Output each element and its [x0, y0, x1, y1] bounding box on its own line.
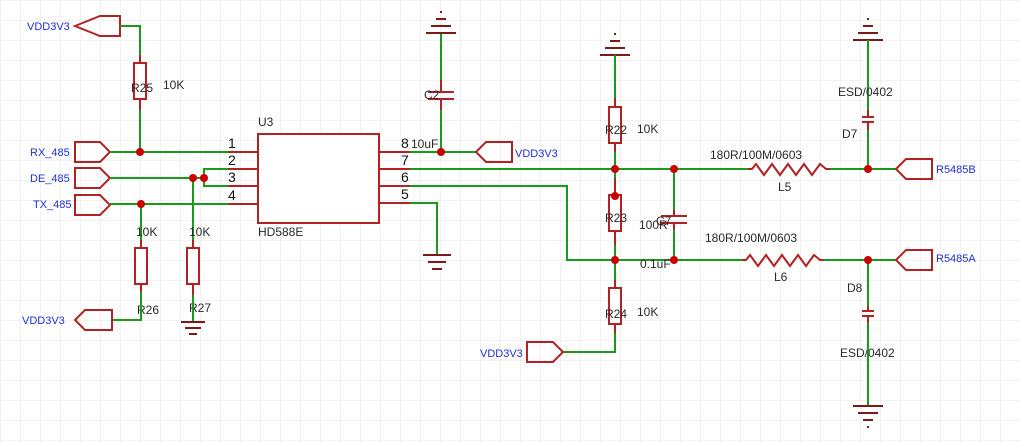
net-flag-vdd-r24[interactable]: VDD3V3 [480, 341, 565, 363]
wire-vdd-r25 [120, 25, 141, 55]
junction-tx [137, 200, 145, 208]
esd-diode-d7[interactable]: ESD/0402 D7 [838, 85, 893, 141]
d8-ref: D8 [847, 281, 863, 295]
c7-value: 0.1uF [640, 257, 671, 271]
net-flag-r485a[interactable]: R5485A [894, 249, 976, 271]
r24-ref: R24 [605, 307, 627, 321]
net-label-vdd-r24: VDD3V3 [480, 348, 523, 360]
junction-a-c7 [670, 256, 678, 264]
net-label-rx: RX_485 [30, 147, 70, 159]
net-flag-vdd-c2[interactable]: VDD3V3 [474, 141, 558, 163]
ground-symbol-c2 [426, 11, 456, 34]
r22-value: 10K [637, 122, 658, 136]
resistor-r22[interactable]: R22 10K [605, 98, 658, 152]
ic-part: HD588E [258, 225, 303, 239]
r22-ref: R22 [605, 123, 627, 137]
junction-b-c7 [670, 165, 678, 173]
ground-symbol-r27 [181, 321, 205, 335]
r23-ref: R23 [605, 211, 627, 225]
ic-pin-3: 3 [228, 169, 236, 185]
r25-ref: R25 [131, 81, 153, 95]
resistor-r23[interactable]: R23 100R [605, 178, 668, 245]
l5-ref: L5 [778, 180, 792, 194]
junction-rx [136, 148, 144, 156]
ground-symbol-pin5 [423, 254, 451, 270]
r27-ref: R27 [189, 301, 211, 315]
wire-pin6-a [410, 185, 742, 261]
d7-ref: D7 [842, 127, 858, 141]
r26-value: 10K [136, 225, 157, 239]
c7-ref: C7 [656, 214, 672, 228]
net-flag-vdd-bottom-left[interactable]: VDD3V3 [22, 309, 113, 331]
c2-ref: C2 [424, 88, 440, 102]
wire-r24-vdd [563, 333, 616, 353]
junction-de-pins [200, 174, 208, 182]
c2-value: 10uF [411, 137, 438, 151]
ic-pin-4: 4 [228, 187, 236, 203]
ic-pin-2: 2 [228, 152, 236, 168]
resistor-r27[interactable]: 10K R27 [186, 225, 211, 315]
net-label-r485b: R5485B [936, 164, 976, 176]
junction-c2 [437, 148, 445, 156]
ground-symbol-d8 [853, 405, 883, 428]
d7-value: ESD/0402 [838, 85, 893, 99]
junction-de-r27 [189, 174, 197, 182]
ic-pin-7: 7 [401, 152, 409, 168]
junction-d8 [864, 256, 872, 264]
junction-r23-top [611, 192, 619, 200]
r27-value: 10K [189, 225, 210, 239]
inductor-l5[interactable]: 180R/100M/0603 L5 [710, 148, 830, 194]
capacitor-c2[interactable]: C2 10uF [411, 80, 454, 151]
ic-pin-5: 5 [401, 186, 409, 202]
net-flag-rx[interactable]: RX_485 [30, 141, 112, 163]
junction-b-r22 [611, 165, 619, 173]
ic-u3[interactable]: U3 HD588E 1 2 3 4 5 6 7 8 [228, 115, 409, 239]
l5-value: 180R/100M/0603 [710, 148, 802, 162]
capacitor-c7[interactable]: C7 0.1uF [640, 210, 687, 271]
r26-ref: R26 [137, 303, 159, 317]
net-label-vdd-top-left: VDD3V3 [27, 21, 70, 33]
ic-pin-8: 8 [401, 135, 409, 151]
net-label-vdd-bottom-left: VDD3V3 [22, 315, 65, 327]
net-flag-r485b[interactable]: R5485B [894, 158, 976, 180]
l6-ref: L6 [774, 270, 788, 284]
junction-a-r23 [611, 256, 619, 264]
net-flag-de[interactable]: DE_485 [30, 167, 112, 189]
r25-value: 10K [163, 78, 184, 92]
r23-value: 100R [639, 218, 668, 232]
resistor-r25[interactable]: R25 10K [131, 55, 184, 110]
junction-d7 [864, 165, 872, 173]
net-flag-tx[interactable]: TX_485 [33, 194, 112, 216]
ic-pin-6: 6 [401, 169, 409, 185]
ic-ref: U3 [258, 115, 274, 129]
r24-value: 10K [637, 305, 658, 319]
ic-pin-1: 1 [228, 135, 236, 151]
net-label-vdd-c2: VDD3V3 [515, 148, 558, 160]
net-label-tx: TX_485 [33, 199, 72, 211]
l6-value: 180R/100M/0603 [705, 231, 797, 245]
resistor-r26[interactable]: 10K R26 [134, 225, 159, 317]
net-label-de: DE_485 [30, 173, 70, 185]
net-label-r485a: R5485A [936, 253, 976, 265]
wire-pin5-gnd [410, 202, 438, 255]
inductor-l6[interactable]: 180R/100M/0603 L6 [705, 231, 824, 284]
wire-r26-vdd [112, 292, 142, 321]
resistor-r24[interactable]: R24 10K [605, 280, 658, 333]
